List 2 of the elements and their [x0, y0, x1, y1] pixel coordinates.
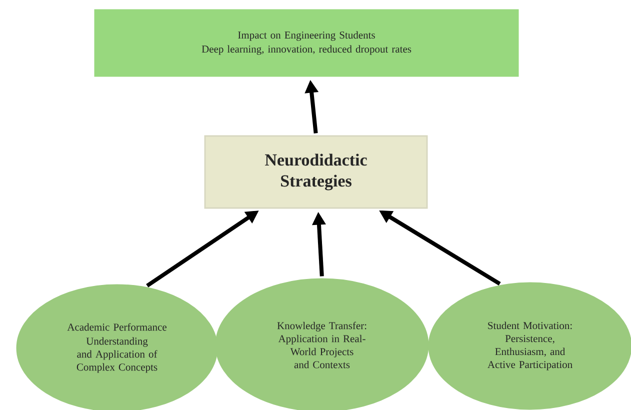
top-box: Impact on Engineering Students Deep learning, innovation, reduced dropout rates — [94, 9, 519, 77]
strategy-box: Neurodidactic Strategies — [204, 135, 428, 209]
